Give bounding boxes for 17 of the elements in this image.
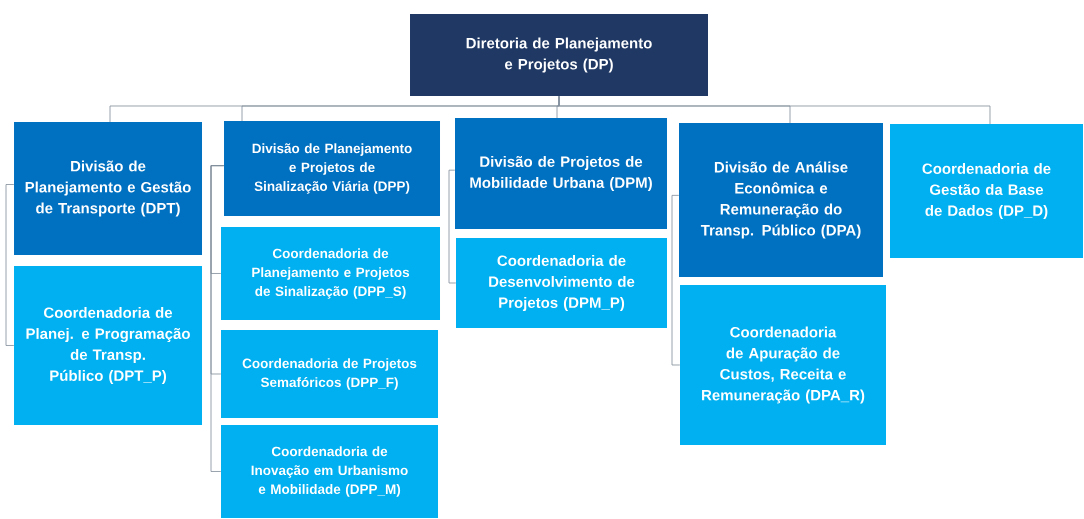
coordination-box: Coordenadoria de Gestão da Base de Dados (DP_D) [890, 124, 1083, 258]
coordination-box: Coordenadoria de Apuração de Custos, Receita e Remuneração (DPA_R) [680, 285, 886, 445]
coordination-box: Coordenadoria de Desenvolvimento de Projetos (DPM_P) [456, 238, 667, 328]
coordination-box: Coordenadoria de Projetos Semafóricos (DPP_F) [221, 330, 438, 418]
coordination-box: Coordenadoria de Planej. e Programação de Transp. Público (DPT_P) [14, 266, 202, 425]
division-box: Divisão de Projetos de Mobilidade Urbana (DPM) [455, 118, 667, 229]
director-box: Diretoria de Planejamento e Projetos (DP) [410, 14, 708, 96]
coordination-box: Coordenadoria de Planejamento e Projetos de Sinalização (DPP_S) [221, 227, 440, 320]
division-box: Divisão de Análise Econômica e Remuneração do Transp. Público (DPA) [679, 123, 883, 277]
division-box: Divisão de Planejamento e Gestão de Transporte (DPT) [14, 122, 202, 255]
coordination-box: Coordenadoria de Inovação em Urbanismo e Mobilidade (DPP_M) [221, 425, 438, 518]
connector-line [210, 165, 225, 472]
connector-line [5, 184, 15, 346]
connector-line [558, 95, 991, 125]
division-box: Divisão de Planejamento e Projetos de Sinalização Viária (DPP) [224, 121, 440, 216]
connector-line [671, 194, 681, 366]
connector-line [448, 169, 457, 284]
